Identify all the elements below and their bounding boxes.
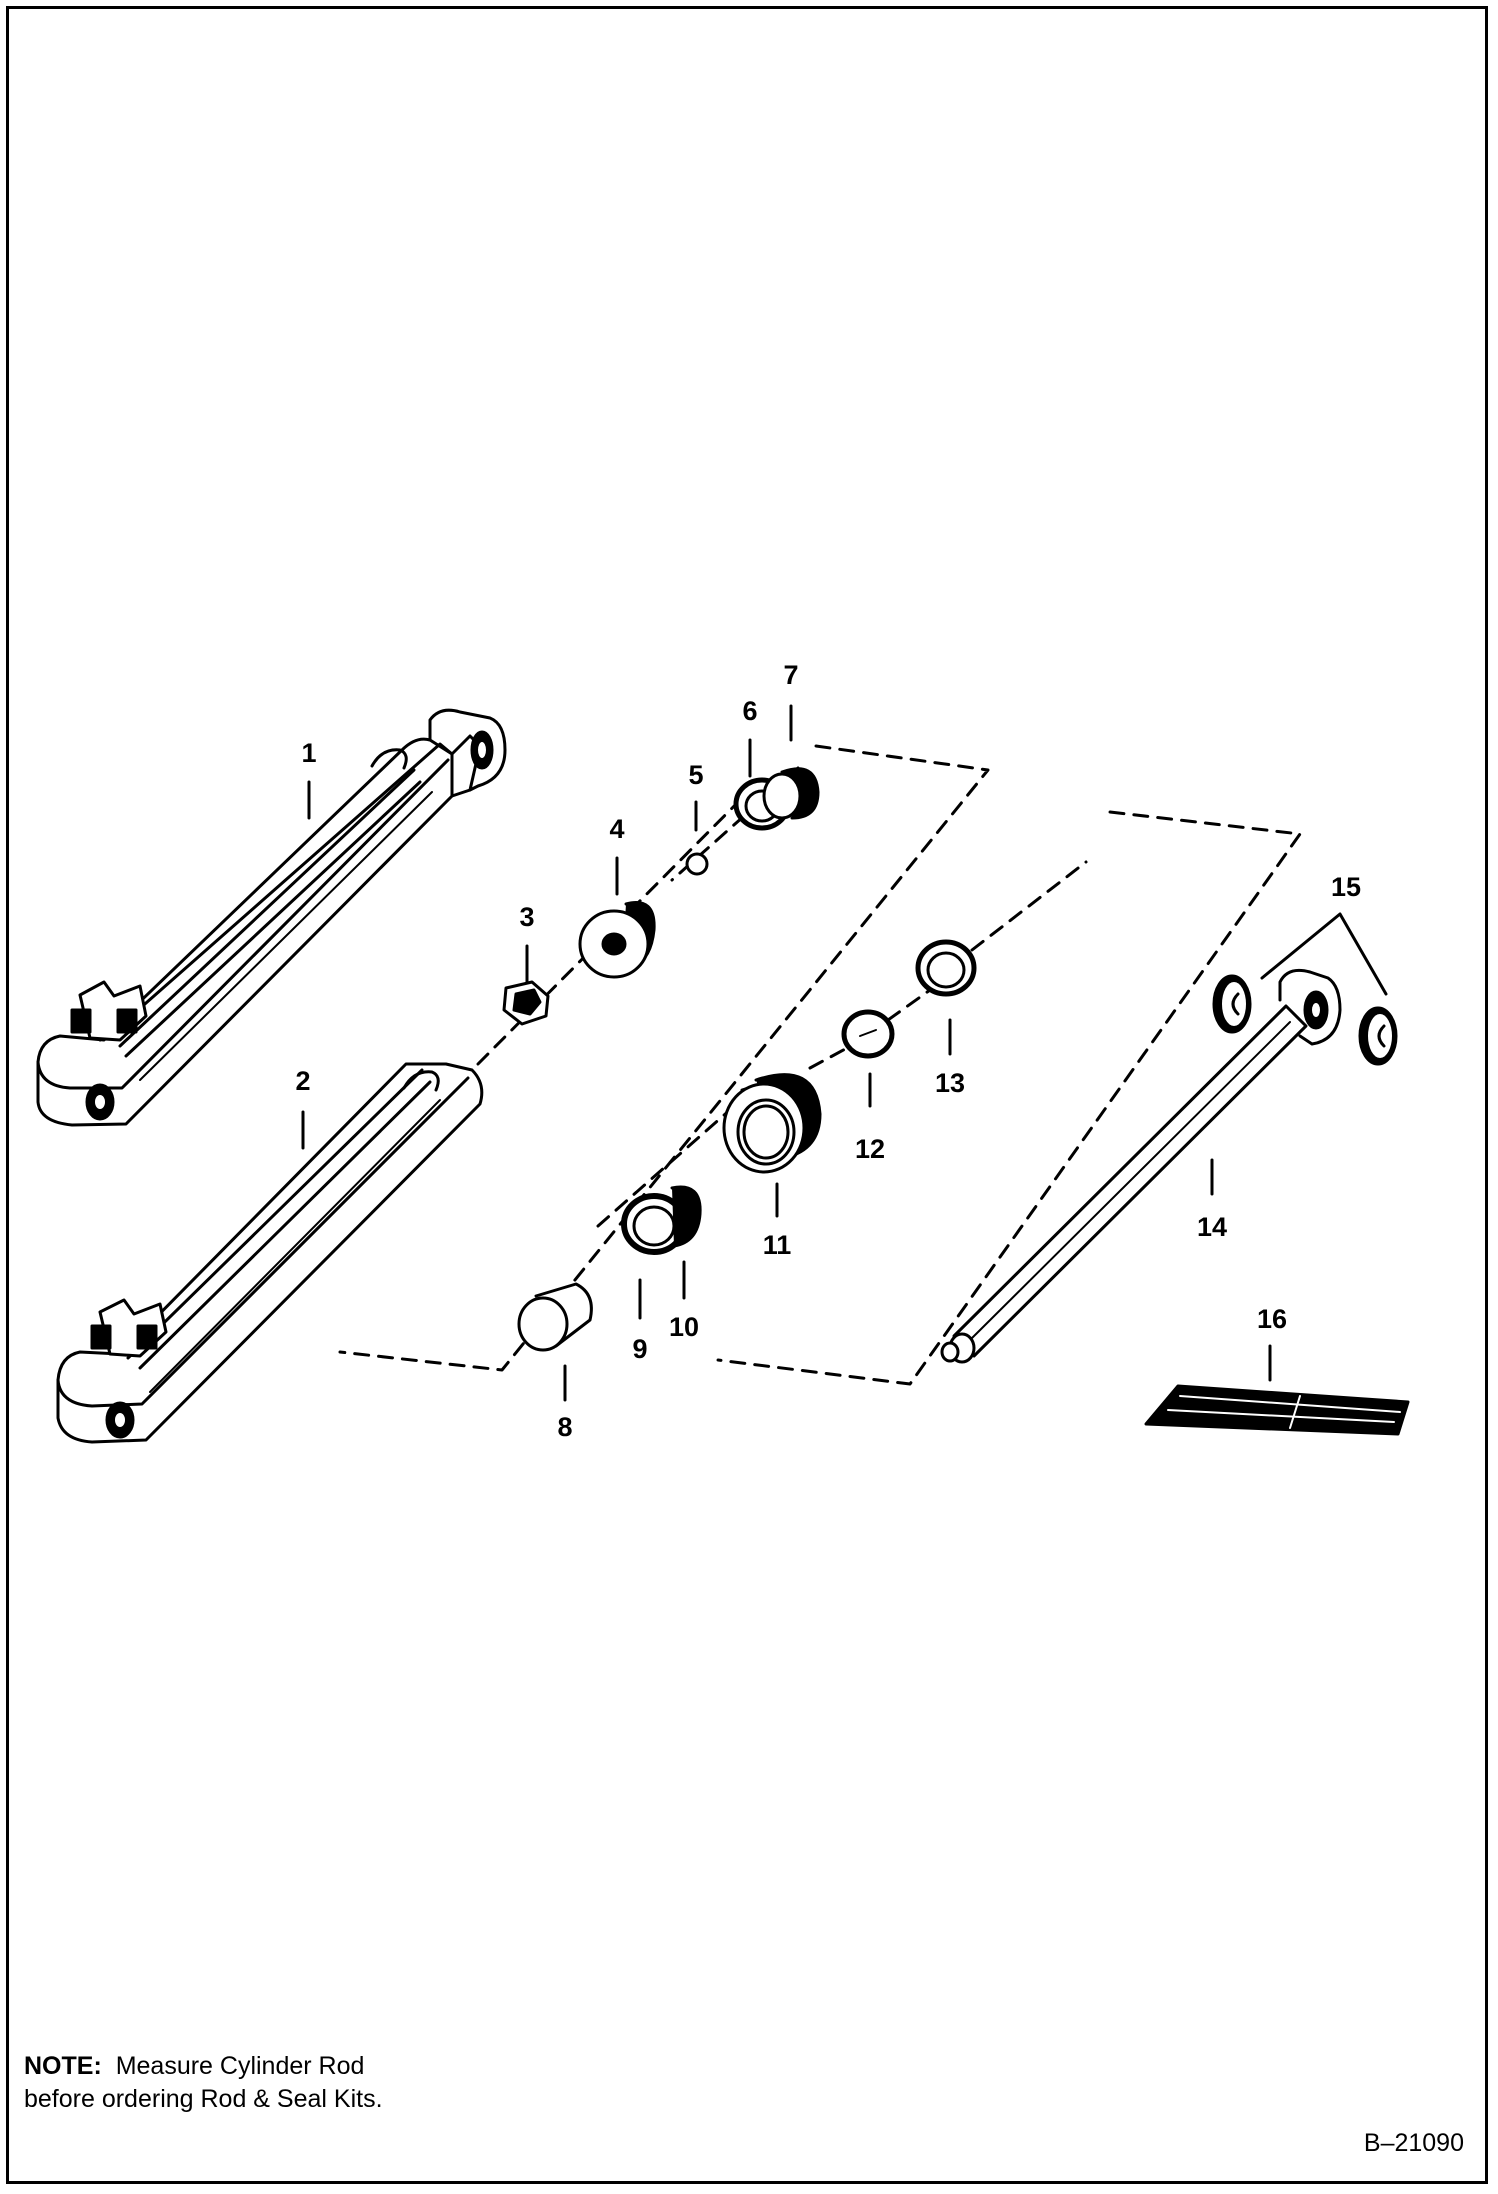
note-text-2: before ordering Rod & Seal Kits.: [24, 2085, 383, 2113]
callout-1: 1: [301, 738, 316, 768]
o-ring-12: [841, 1009, 895, 1059]
note-text-1: Measure Cylinder Rod: [115, 2052, 365, 2080]
backup-ring-13: [915, 939, 977, 997]
callout-3: 3: [519, 902, 534, 932]
callout-7: 7: [783, 660, 798, 690]
note-label: NOTE:: [24, 2052, 102, 2080]
o-ring-5: [685, 852, 709, 876]
callout-9: 9: [632, 1334, 647, 1364]
callout-12: 12: [855, 1134, 885, 1164]
callout-5: 5: [688, 760, 703, 790]
wear-ring-7: [762, 767, 820, 820]
callout-6: 6: [742, 696, 757, 726]
cylinder-assembly-2: [56, 1062, 484, 1444]
note-line-1: NOTE: Measure Cylinder Rod: [24, 2050, 383, 2083]
bushing-8: [517, 1282, 593, 1352]
note-block: NOTE: Measure Cylinder Rod before orderi…: [24, 2050, 383, 2116]
callout-16: 16: [1257, 1304, 1287, 1334]
cylinder-head-11: [722, 1073, 822, 1174]
seal-kit-outline: [338, 744, 1302, 1386]
callout-11: 11: [763, 1230, 792, 1260]
callout-10: 10: [669, 1312, 699, 1342]
callout-4: 4: [609, 814, 624, 844]
callout-8: 8: [557, 1412, 572, 1442]
cylinder-assembly-1: [36, 708, 507, 1127]
lock-nut-3: [502, 980, 550, 1026]
piston-4: [578, 901, 656, 979]
page-border: [6, 6, 1488, 2184]
figure-number: B–21090: [1363, 2129, 1464, 2157]
decal-16: [1144, 1384, 1410, 1436]
callout-15: 15: [1331, 872, 1361, 902]
callout-labels: 1 2 3 4 5 6 7 8 9 10 11 12 13 14 15 16: [295, 660, 1361, 1442]
callout-2: 2: [295, 1066, 310, 1096]
bushing-pair-15: [1212, 974, 1398, 1066]
wiper-seal-10: [670, 1185, 702, 1248]
cylinder-rod-14: [940, 968, 1342, 1364]
callout-13: 13: [935, 1068, 965, 1098]
callout-14: 14: [1197, 1212, 1227, 1242]
leader-lines: [301, 704, 1388, 1402]
